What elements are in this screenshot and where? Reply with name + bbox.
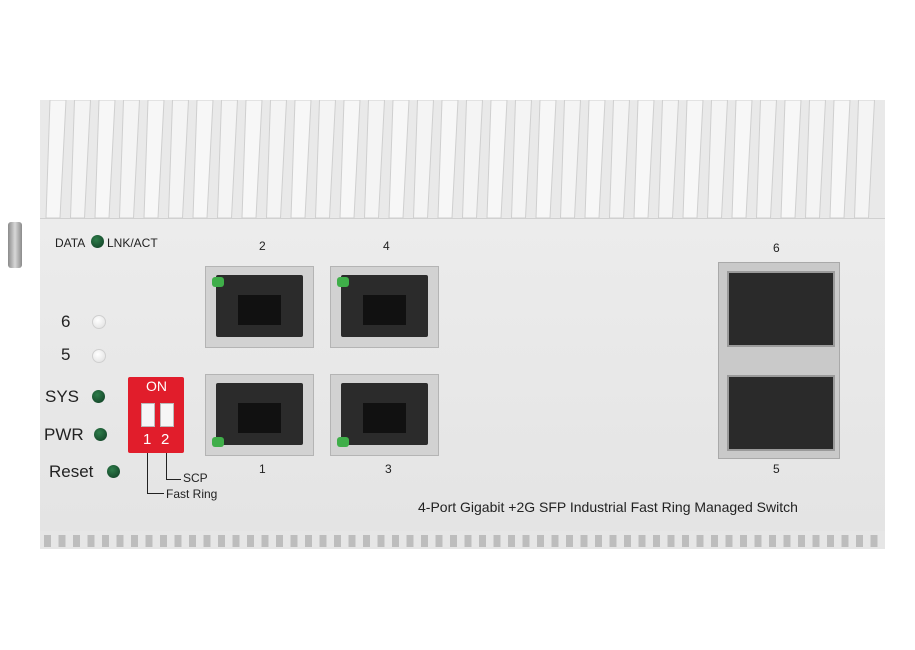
heatsink-fins: [40, 100, 885, 218]
sfp-cage-assembly: [718, 262, 840, 459]
dip-number-2: 2: [161, 431, 170, 448]
rj45-port-2[interactable]: [205, 266, 314, 348]
reset-label: Reset: [49, 462, 94, 481]
bottom-vents: [40, 531, 885, 549]
led-label-sys: SYS: [45, 387, 80, 406]
sfp-number-5: 5: [773, 462, 780, 476]
lnk-act-label: LNK/ACT: [107, 236, 158, 250]
dip-number-1: 1: [143, 431, 152, 448]
port-number-3: 3: [385, 462, 392, 476]
led-label-6: 6: [61, 312, 71, 331]
dip-switch-2[interactable]: [160, 403, 174, 427]
port-number-2: 2: [259, 239, 266, 253]
rj45-port-3[interactable]: [330, 374, 439, 456]
product-title: 4-Port Gigabit +2G SFP Industrial Fast R…: [418, 499, 798, 515]
dip-on-label: ON: [146, 378, 167, 394]
data-led: [91, 235, 104, 248]
led-label-pwr: PWR: [44, 425, 84, 444]
port-number-1: 1: [259, 462, 266, 476]
fast-ring-bracket: [147, 453, 164, 494]
dip-switch-1[interactable]: [141, 403, 155, 427]
led-6: [92, 315, 106, 329]
sfp-port-6[interactable]: [727, 271, 835, 347]
fast-ring-label: Fast Ring: [166, 487, 218, 501]
led-label-5: 5: [61, 345, 71, 364]
led-sys: [92, 390, 105, 403]
scp-label: SCP: [183, 471, 208, 485]
sfp-number-6: 6: [773, 241, 780, 255]
sfp-port-5[interactable]: [727, 375, 835, 451]
dip-switch[interactable]: [128, 377, 184, 453]
reset-button[interactable]: [107, 465, 120, 478]
ground-screw: [8, 222, 22, 268]
led-pwr: [94, 428, 107, 441]
port-number-4: 4: [383, 239, 390, 253]
led-5: [92, 349, 106, 363]
rj45-port-1[interactable]: [205, 374, 314, 456]
rj45-port-4[interactable]: [330, 266, 439, 348]
scp-bracket: [166, 453, 181, 480]
data-label: DATA: [55, 236, 86, 250]
